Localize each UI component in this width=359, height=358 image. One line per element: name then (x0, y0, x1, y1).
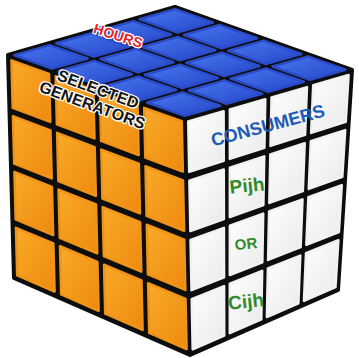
left-face-sticker (147, 225, 186, 290)
left-face-sticker (57, 133, 96, 196)
cube-body (8, 7, 352, 355)
right-face-sticker (230, 214, 263, 275)
right-face-sticker (269, 143, 304, 203)
right-face-sticker (306, 185, 341, 245)
cube-sticker: Pijh (226, 165, 268, 207)
left-face-sticker (101, 150, 140, 214)
left-face-sticker (144, 108, 183, 172)
top-face-label: HOURS (92, 21, 145, 51)
left-face-sticker (60, 246, 99, 310)
left-face-sticker (59, 190, 98, 254)
left-face-sticker (148, 283, 187, 349)
sticker-label: Pijh (228, 175, 265, 198)
left-face-sticker (103, 207, 142, 271)
right-face-sticker (191, 228, 225, 290)
right-face-sticker (304, 240, 338, 301)
left-face-label: SELECTED GENERATORS (32, 61, 158, 134)
right-face-sticker (189, 170, 224, 231)
sticker-label: OR (234, 235, 258, 253)
cube-face: HOURS (62, 14, 172, 58)
left-face-sticker (13, 116, 52, 178)
cube-face: CONSUMERS PijhOR Cijh (185, 66, 353, 356)
right-face-sticker (309, 130, 345, 189)
left-face-sticker (14, 172, 53, 235)
left-face-sticker (104, 265, 143, 330)
cube-sticker: Cijh (225, 281, 267, 323)
cube-sticker: OR (225, 223, 267, 265)
left-face-sticker (145, 166, 184, 230)
right-face-sticker (267, 256, 300, 317)
cube-stickers (11, 9, 348, 349)
left-face-sticker (16, 228, 55, 292)
right-face-label: CONSUMERS (209, 102, 327, 151)
right-face-sticker (268, 199, 302, 260)
right-face-sticker (192, 286, 225, 349)
cube-outline (8, 7, 352, 355)
sticker-label: Cijh (227, 290, 265, 314)
cube-face: SELECTED GENERATORS (14, 56, 176, 148)
